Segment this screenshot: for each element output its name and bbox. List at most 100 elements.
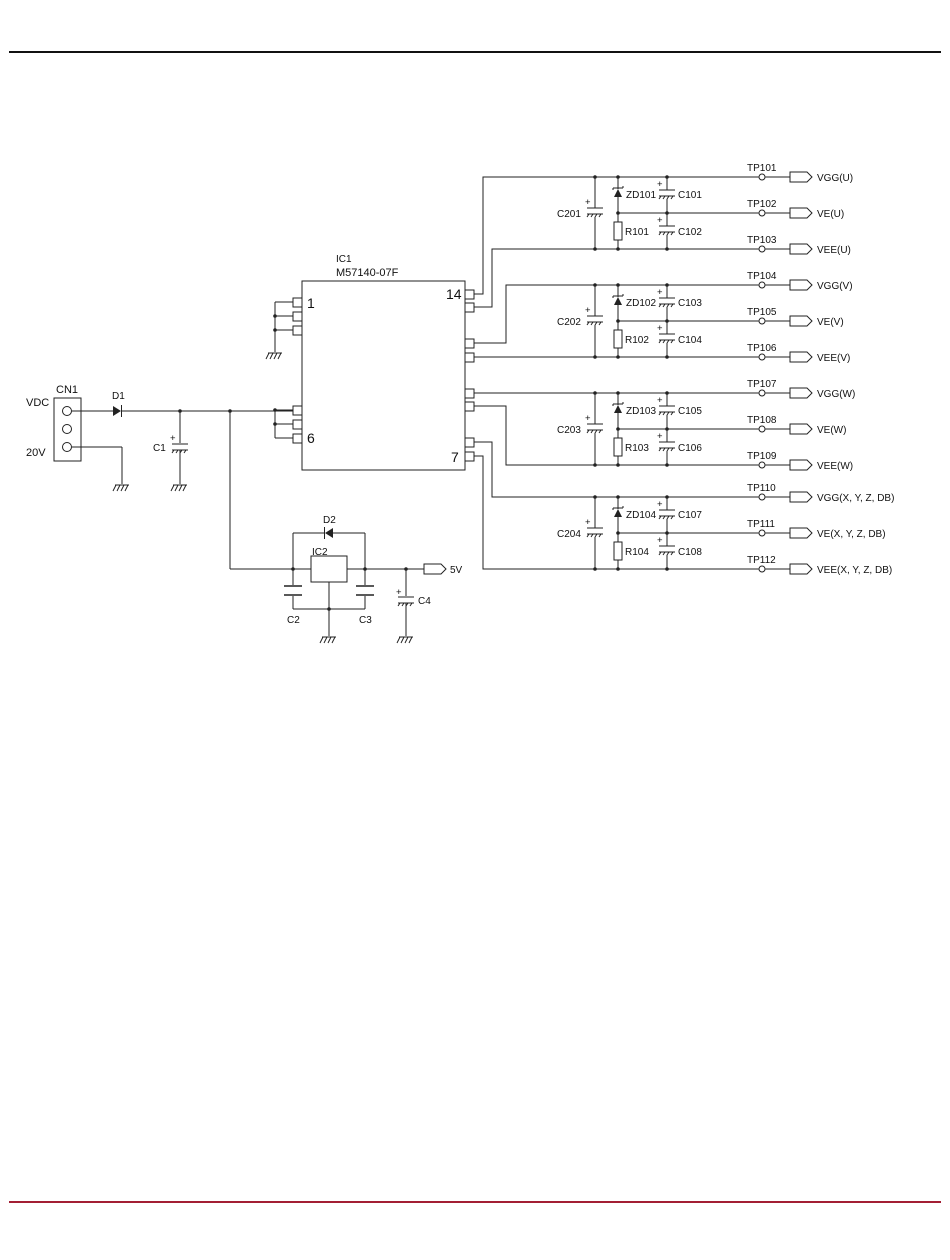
channel-1: +C201ZD101R101++C101C102TP101VGG(U)TP102… xyxy=(557,163,853,256)
test-point xyxy=(758,389,766,397)
resistor xyxy=(613,221,623,241)
svg-text:+: + xyxy=(657,499,663,510)
cn1-vdc-label: VDC xyxy=(26,397,49,409)
svg-text:+: + xyxy=(657,431,663,442)
output-connector xyxy=(789,527,813,539)
upper-capacitor-ref: C103 xyxy=(678,298,702,309)
c3-ref: C3 xyxy=(359,615,372,626)
test-point-label: TP111 xyxy=(747,519,775,530)
output-connector xyxy=(789,387,813,399)
output-label: VGG(U) xyxy=(817,173,853,184)
ic1-right-wiring xyxy=(474,176,595,570)
test-point xyxy=(758,209,766,217)
cn1-connector: CN1 VDC 20V xyxy=(26,384,82,462)
cn1-ref: CN1 xyxy=(56,384,78,396)
zener-ref: ZD102 xyxy=(626,298,656,309)
output-connector xyxy=(789,207,813,219)
zener-diode xyxy=(614,297,622,305)
test-point-label: TP108 xyxy=(747,415,777,426)
output-label: VE(W) xyxy=(817,425,846,436)
test-point-label: TP101 xyxy=(747,163,777,174)
test-point-label: TP105 xyxy=(747,307,777,318)
upper-capacitor: + xyxy=(657,395,675,416)
test-point-label: TP110 xyxy=(747,483,776,494)
bulk-capacitor-ref: C201 xyxy=(557,209,581,220)
lower-capacitor-ref: C102 xyxy=(678,227,702,238)
output-connector xyxy=(789,459,813,471)
ground-ic1 xyxy=(265,352,282,360)
output-label: VGG(W) xyxy=(817,389,855,400)
output-connector xyxy=(789,171,813,183)
d2-diode: D2 xyxy=(323,515,336,539)
output-connector xyxy=(789,243,813,255)
ic1-body xyxy=(301,280,466,471)
svg-text:+: + xyxy=(657,287,663,298)
bulk-capacitor-ref: C203 xyxy=(557,425,581,436)
svg-text:+: + xyxy=(657,535,663,546)
input-wiring xyxy=(72,409,311,570)
c2-capacitor: C2 xyxy=(284,585,302,626)
test-point-label: TP104 xyxy=(747,271,777,282)
upper-capacitor: + xyxy=(657,179,675,200)
upper-capacitor-ref: C107 xyxy=(678,510,702,521)
svg-text:+: + xyxy=(585,305,591,316)
test-point-label: TP112 xyxy=(747,555,776,566)
test-point xyxy=(758,317,766,325)
resistor-ref: R101 xyxy=(625,227,649,238)
test-point xyxy=(758,245,766,253)
output-label: VGG(X, Y, Z, DB) xyxy=(817,493,894,504)
channel-2: +C202ZD102R102++C103C104TP104VGG(V)TP105… xyxy=(557,271,853,364)
c1-capacitor: + C1 xyxy=(153,411,188,484)
resistor xyxy=(613,541,623,561)
output-label: VE(X, Y, Z, DB) xyxy=(817,529,886,540)
svg-text:+: + xyxy=(657,215,663,226)
zener-diode xyxy=(614,405,622,413)
ic1-pin-1-label: 1 xyxy=(307,295,315,311)
test-point-label: TP103 xyxy=(747,235,777,246)
ic1-left-pins xyxy=(292,297,303,444)
svg-text:+: + xyxy=(657,179,663,190)
bottom-rule xyxy=(9,1201,941,1203)
c2-ref: C2 xyxy=(287,615,300,626)
out-5v-connector: 5V xyxy=(423,563,463,576)
top-rule xyxy=(9,51,941,53)
svg-text:+: + xyxy=(657,395,663,406)
test-point xyxy=(758,565,766,573)
output-connector xyxy=(789,423,813,435)
d2-ref: D2 xyxy=(323,515,336,526)
d1-ref: D1 xyxy=(112,391,125,402)
output-label: VE(V) xyxy=(817,317,844,328)
bulk-capacitor-ref: C204 xyxy=(557,529,581,540)
ground-c1 xyxy=(170,484,187,492)
svg-text:+: + xyxy=(170,433,176,444)
resistor xyxy=(613,329,623,349)
test-point xyxy=(758,173,766,181)
ic1-pin-6-label: 6 xyxy=(307,430,315,446)
gate-drive-channels: +C201ZD101R101++C101C102TP101VGG(U)TP102… xyxy=(474,163,894,576)
zener-diode xyxy=(614,509,622,517)
ic1-right-pins xyxy=(464,289,475,462)
test-point xyxy=(758,353,766,361)
ground-ic2 xyxy=(319,636,336,644)
lower-capacitor-ref: C104 xyxy=(678,335,702,346)
channel-3: +C203ZD103R103++C105C106TP107VGG(W)TP108… xyxy=(557,379,855,472)
test-point-label: TP106 xyxy=(747,343,777,354)
bulk-capacitor: + xyxy=(585,305,603,326)
d1-diode: D1 xyxy=(112,391,125,417)
svg-text:+: + xyxy=(585,197,591,208)
output-label: VEE(X, Y, Z, DB) xyxy=(817,565,892,576)
bulk-capacitor: + xyxy=(585,517,603,538)
ground-cn1 xyxy=(112,484,129,492)
output-connector xyxy=(789,563,813,575)
ground-c4 xyxy=(396,636,413,644)
regulator-wiring xyxy=(291,532,424,636)
output-label: VGG(V) xyxy=(817,281,853,292)
upper-capacitor-ref: C101 xyxy=(678,190,702,201)
c3-capacitor: C3 xyxy=(356,585,374,626)
resistor xyxy=(613,437,623,457)
out-5v-label: 5V xyxy=(450,565,463,576)
lower-capacitor: + xyxy=(657,323,675,344)
output-connector xyxy=(789,351,813,363)
ic1-pin-7-label: 7 xyxy=(451,449,459,465)
